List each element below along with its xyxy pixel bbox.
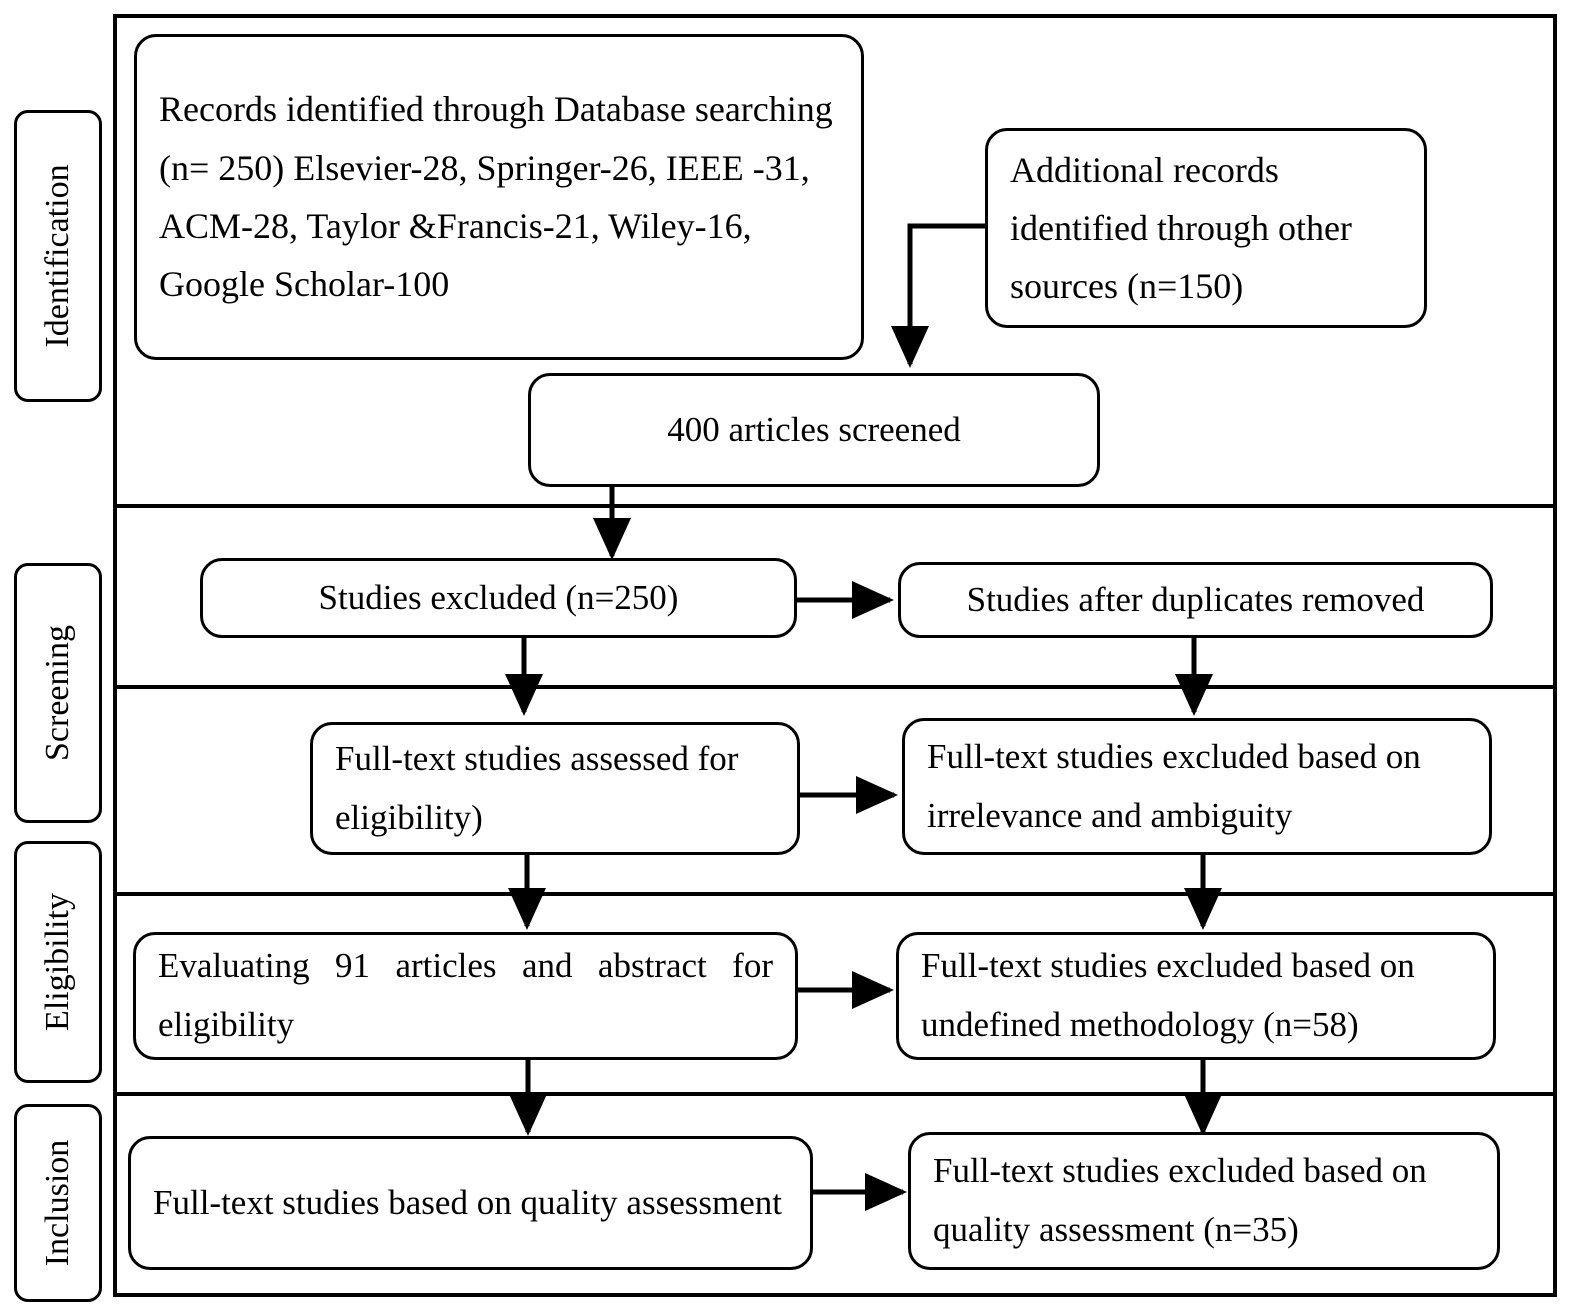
node-studies-excluded: Studies excluded (n=250) xyxy=(200,558,797,638)
node-excluded-undefined-methodology: Full-text studies excluded based on unde… xyxy=(896,932,1496,1060)
node-articles-screened-text: 400 articles screened xyxy=(667,409,961,449)
stage-label-inclusion: Inclusion xyxy=(14,1104,102,1302)
stage-label-identification: Identification xyxy=(14,110,102,402)
stage-label-eligibility: Eligibility xyxy=(14,841,102,1083)
node-fulltext-assessed-eligibility: Full-text studies assessed for eligibili… xyxy=(310,722,800,855)
node-records-identified-database: Records identified through Database sear… xyxy=(134,34,864,360)
node-fulltext-quality-assessment: Full-text studies based on quality asses… xyxy=(128,1136,813,1270)
stage-label-eligibility-text: Eligibility xyxy=(39,893,76,1031)
node-records-identified-database-text: Records identified through Database sear… xyxy=(159,89,833,305)
node-excluded-undefined-methodology-text: Full-text studies excluded based on unde… xyxy=(921,946,1415,1044)
stage-label-identification-text: Identification xyxy=(39,164,76,348)
node-studies-after-duplicates-removed: Studies after duplicates removed xyxy=(898,562,1493,638)
node-evaluating-articles-abstract: Evaluating 91 articles and abstract for … xyxy=(133,932,798,1060)
stage-label-screening: Screening xyxy=(14,563,102,823)
node-excluded-irrelevance-ambiguity-text: Full-text studies excluded based on irre… xyxy=(927,736,1421,835)
stage-label-inclusion-text: Inclusion xyxy=(39,1139,76,1267)
arrow-additional-to-screened xyxy=(890,223,985,369)
node-fulltext-quality-assessment-text: Full-text studies based on quality asses… xyxy=(153,1182,782,1222)
node-evaluating-articles-abstract-text: Evaluating 91 articles and abstract for … xyxy=(158,946,773,1044)
node-excluded-irrelevance-ambiguity: Full-text studies excluded based on irre… xyxy=(902,718,1492,855)
node-studies-excluded-text: Studies excluded (n=250) xyxy=(318,577,679,617)
node-additional-records: Additional records identified through ot… xyxy=(985,128,1427,328)
node-studies-after-duplicates-removed-text: Studies after duplicates removed xyxy=(966,579,1425,619)
node-additional-records-text: Additional records identified through ot… xyxy=(1010,149,1352,307)
stage-label-screening-text: Screening xyxy=(39,625,76,761)
node-excluded-quality-assessment-text: Full-text studies excluded based on qual… xyxy=(933,1151,1427,1249)
node-articles-screened: 400 articles screened xyxy=(528,373,1100,487)
node-excluded-quality-assessment: Full-text studies excluded based on qual… xyxy=(908,1132,1500,1270)
node-fulltext-assessed-eligibility-text: Full-text studies assessed for eligibili… xyxy=(335,738,739,837)
